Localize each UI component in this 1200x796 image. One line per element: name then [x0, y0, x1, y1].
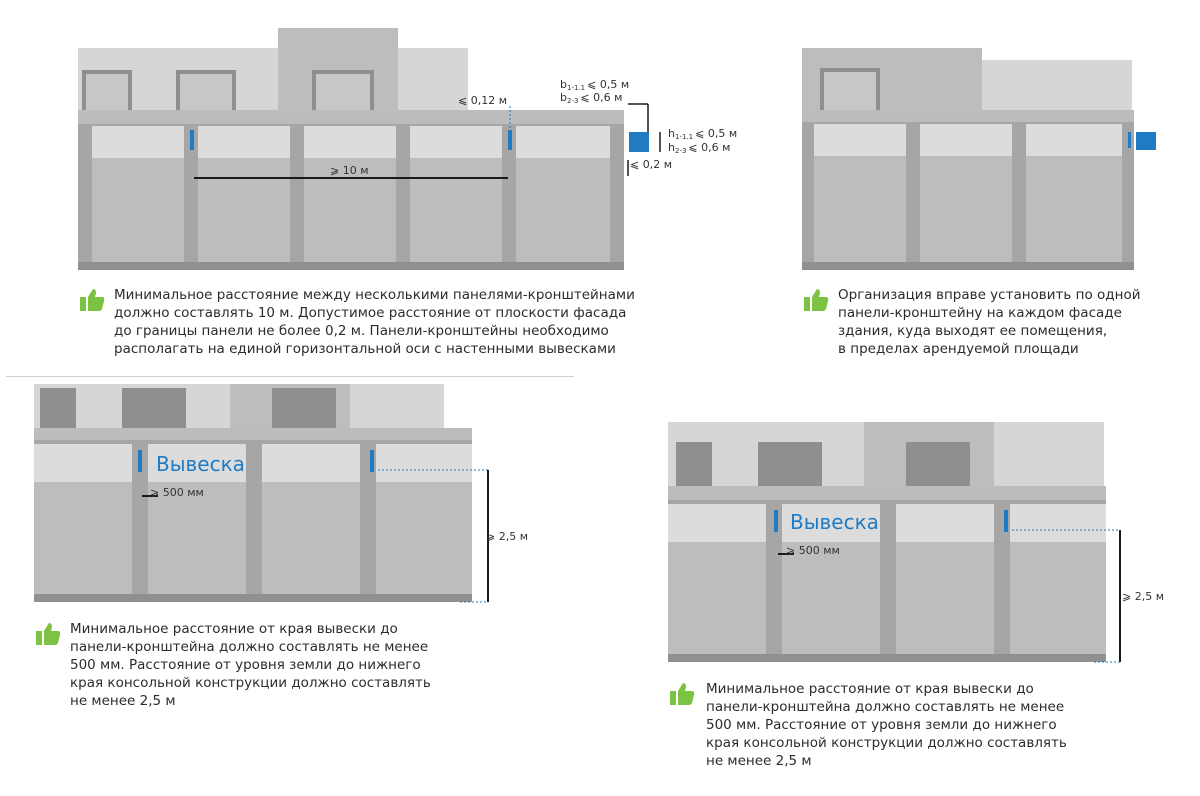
sign-label: Вывеска [156, 452, 245, 476]
diagram-2 [800, 40, 1160, 280]
caption-line: панели-кронштейну на каждом фасаде [838, 305, 1122, 321]
diagram-1: ⩾ 10 м ⩽ 0,12 м b1-1.1⩽ 0,5 м b2-3⩽ 0,6 … [0, 0, 760, 280]
bracket-panel [774, 510, 778, 532]
bracket-panel [190, 130, 194, 150]
caption-line: края консольной конструкции должно соста… [70, 675, 431, 691]
caption-line: 500 мм. Расстояние от уровня земли до ни… [70, 657, 421, 673]
caption-1: Минимальное расстояние между несколькими… [114, 286, 635, 358]
bracket-panel [370, 450, 374, 472]
sign-label: Вывеска [790, 510, 879, 534]
dim-gap: ⩽ 0,2 м [630, 158, 672, 171]
bracket-panel [138, 450, 142, 472]
caption-line: Минимальное расстояние от края вывески д… [70, 621, 398, 637]
dim-h-line2: h2-3⩽ 0,6 м [668, 141, 730, 155]
caption-line: располагать на единой горизонтальной оси… [114, 341, 616, 357]
facade-drawing-1: ⩾ 10 м ⩽ 0,12 м b1-1.1⩽ 0,5 м b2-3⩽ 0,6 … [78, 28, 737, 270]
caption-line: Минимальное расстояние между несколькими… [114, 287, 635, 303]
bracket-panel [508, 130, 512, 150]
diagram-4: Вывеска ⩾ 500 мм ⩾ 2,5 м [640, 420, 1180, 670]
dim-h-line1: h1-1.1⩽ 0,5 м [668, 127, 737, 141]
bracket-panel [1136, 132, 1156, 150]
divider [6, 376, 574, 377]
caption-line: должно составлять 10 м. Допустимое расст… [114, 305, 627, 321]
caption-line: Организация вправе установить по одной [838, 287, 1141, 303]
caption-line: здания, куда выходят ее помещения, [838, 323, 1108, 339]
caption-line: в пределах арендуемой площади [838, 341, 1079, 357]
caption-line: не менее 2,5 м [706, 753, 812, 769]
dim-edge: ⩾ 500 мм [786, 544, 840, 557]
dim-spacing: ⩾ 10 м [330, 164, 369, 177]
caption-4: Минимальное расстояние от края вывески д… [706, 680, 1067, 770]
thumbs-up-icon [670, 683, 695, 705]
caption-line: до границы панели не более 0,2 м. Панели… [114, 323, 609, 339]
bracket-panel [1004, 510, 1008, 532]
dim-b-line1: b1-1.1⩽ 0,5 м [560, 78, 629, 92]
caption-line: не менее 2,5 м [70, 693, 176, 709]
dim-b-line2: b2-3⩽ 0,6 м [560, 91, 622, 105]
caption-line: Минимальное расстояние от края вывески д… [706, 681, 1034, 697]
facade-drawing-2 [802, 48, 1156, 270]
caption-line: панели-кронштейна должно составлять не м… [706, 699, 1065, 715]
caption-line: панели-кронштейна должно составлять не м… [70, 639, 429, 655]
thumbs-up-icon [804, 289, 829, 311]
facade-drawing-4: Вывеска ⩾ 500 мм ⩾ 2,5 м [668, 422, 1164, 663]
dim-max-offset: ⩽ 0,12 м [458, 94, 507, 107]
bracket-panel [629, 132, 649, 152]
caption-line: 500 мм. Расстояние от уровня земли до ни… [706, 717, 1057, 733]
caption-3: Минимальное расстояние от края вывески д… [70, 620, 431, 710]
thumbs-up-icon [36, 623, 61, 645]
dim-ground: ⩾ 2,5 м [1122, 590, 1164, 603]
caption-2: Организация вправе установить по одной п… [838, 286, 1140, 358]
diagram-3: Вывеска ⩾ 500 мм ⩾ 2,5 м [0, 380, 560, 610]
dim-ground: ⩾ 2,5 м [486, 530, 528, 543]
bracket-panel [1128, 132, 1131, 148]
thumbs-up-icon [80, 289, 105, 311]
caption-line: края консольной конструкции должно соста… [706, 735, 1067, 751]
facade-drawing-3: Вывеска ⩾ 500 мм ⩾ 2,5 м [34, 384, 528, 603]
dim-edge: ⩾ 500 мм [150, 486, 204, 499]
